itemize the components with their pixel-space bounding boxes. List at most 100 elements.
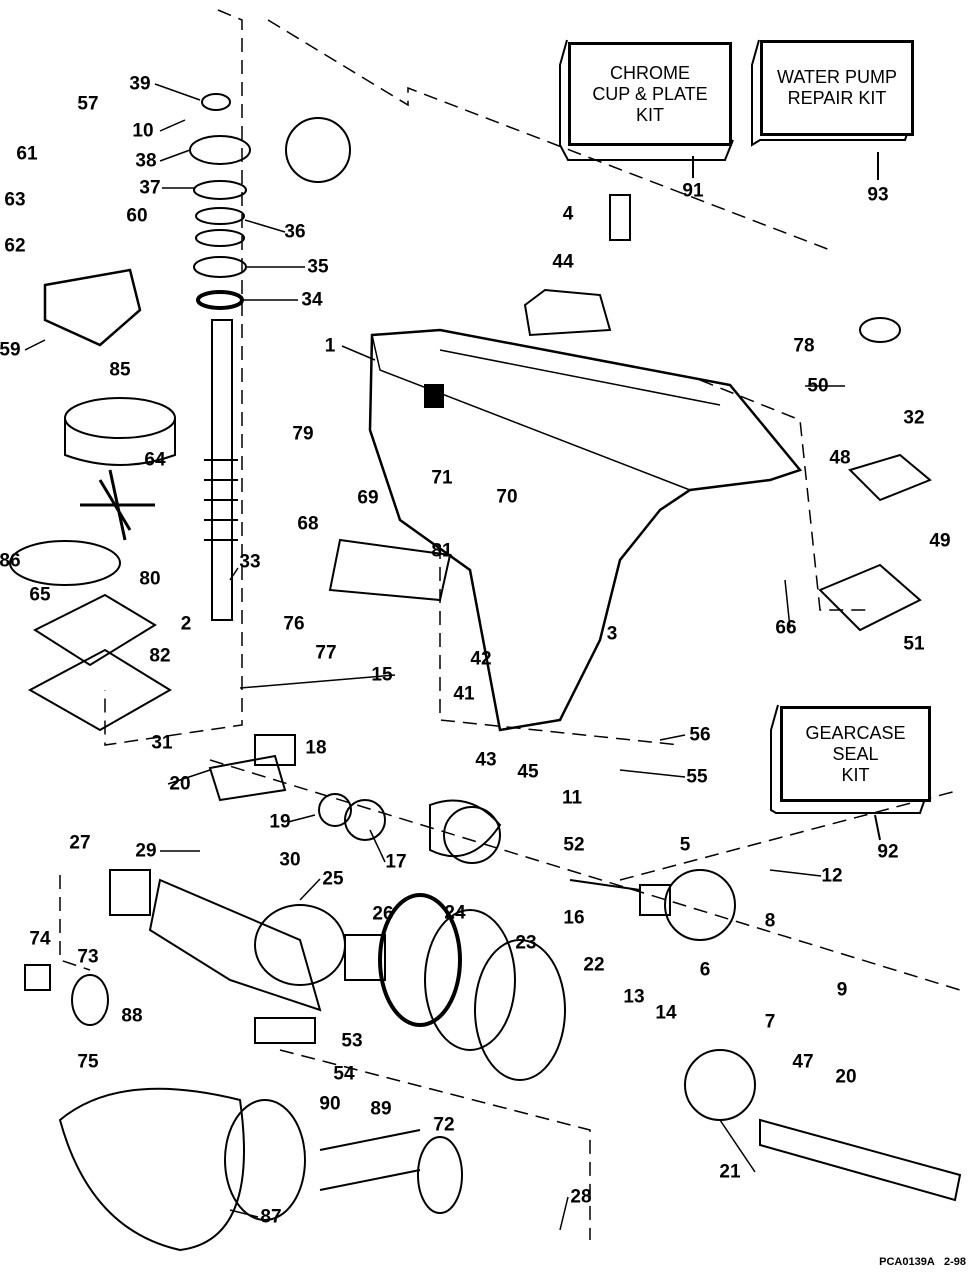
part-number-label: 61 [16,143,38,165]
part-number-label: 5 [679,834,691,856]
part-number-label: 12 [821,865,843,887]
part-number-label: 88 [121,1005,143,1027]
part-number-label: 81 [431,540,453,562]
part-number-label: 87 [260,1206,282,1228]
part-number-label: 23 [515,932,537,954]
part-number-label: 51 [903,633,925,655]
kit-box-face: CHROME CUP & PLATE KIT [568,42,732,146]
part-number-label: 22 [583,954,605,976]
figure-code-text: PCA0139A [879,1256,935,1268]
drive-shaft [204,319,238,621]
kit-line: KIT [635,104,664,125]
part-number-label: 64 [144,449,166,471]
part-number-label: 10 [132,120,154,142]
part-number-label: 16 [563,907,585,929]
part-number-label: 6 [699,959,711,981]
leader-lines [24,83,845,1231]
part-number-label: 34 [301,289,323,311]
assembly-guide-lines [59,9,961,1240]
part-number-label: 17 [385,851,407,873]
part-number-label: 82 [149,645,171,667]
part-number-label: 54 [333,1063,355,1085]
kit-line: GEARCASE [805,722,906,743]
part-number-label: 31 [151,732,173,754]
part-number-label: 78 [793,335,815,357]
part-number-label: 39 [129,73,151,95]
part-number-label: 65 [29,584,51,606]
part-number-label: 56 [689,724,711,746]
part-number-label: 41 [453,683,475,705]
part-number-label: 33 [239,551,261,573]
part-number-label: 14 [655,1002,677,1024]
part-number-label: 48 [829,447,851,469]
part-number-label: 57 [77,93,99,115]
part-number-label: 32 [903,407,925,429]
kit-line: KIT [841,764,870,785]
part-number-label: 21 [719,1161,741,1183]
part-number-label: 55 [686,766,708,788]
part-number-label: 43 [475,749,497,771]
part-number-label: 72 [433,1114,455,1136]
part-number-label: 38 [135,150,157,172]
part-number-label: 47 [792,1051,814,1073]
kit-line: CUP & PLATE [592,83,708,104]
part-number-label: 8 [764,910,776,932]
part-number-label: 30 [279,849,301,871]
part-number-label: 7 [764,1011,776,1033]
part-number-label: 80 [139,568,161,590]
kit-boxes-frames [559,39,928,841]
part-number-label: 20 [835,1066,857,1088]
part-number-label: 89 [370,1098,392,1120]
part-number-label: 85 [109,359,131,381]
gearcase-housing [368,328,803,732]
part-number-label: 59 [0,339,21,361]
part-number-label: 75 [77,1051,99,1073]
part-number-label: 86 [0,550,21,572]
part-number-label: 69 [357,487,379,509]
kit-line: REPAIR KIT [787,88,887,108]
part-number-label: 45 [517,761,539,783]
part-number-label: 3 [606,623,618,645]
kit-line: CHROME [610,62,690,83]
part-number-label: 68 [297,513,319,535]
part-number-label: 53 [341,1030,363,1052]
part-number-label: 62 [4,235,26,257]
part-number-label: 20 [169,773,191,795]
part-number-label: 70 [496,486,518,508]
kit-ref-label: 91 [682,180,704,202]
part-number-label: 37 [139,177,161,199]
kit-line: SEAL [832,743,879,764]
part-number-label: 90 [319,1093,341,1115]
part-number-label: 24 [444,902,466,924]
part-number-label: 73 [77,946,99,968]
part-number-label: 2 [180,613,192,635]
part-number-label: 66 [775,617,797,639]
part-number-label: 44 [552,251,574,273]
part-number-label: 25 [322,868,344,890]
figure-date: 2-98 [943,1256,966,1268]
part-number-label: 71 [431,467,453,489]
part-number-label: 18 [305,737,327,759]
part-number-label: 52 [563,834,585,856]
part-number-label: 50 [807,375,829,397]
part-number-label: 13 [623,986,645,1008]
part-number-label: 29 [135,840,157,862]
part-number-label: 49 [929,530,951,552]
water-pump [9,268,176,732]
propeller-assembly [58,806,962,1252]
part-number-label: 79 [292,423,314,445]
part-number-label: 35 [307,256,329,278]
part-number-label: 60 [126,205,148,227]
part-number-label: 28 [570,1186,592,1208]
part-number-label: 26 [372,903,394,925]
kit-ref-label: 93 [867,184,889,206]
part-number-label: 63 [4,189,26,211]
part-number-label: 36 [284,221,306,243]
part-number-label: 42 [470,648,492,670]
small-parts [24,194,932,1044]
part-number-label: 15 [371,664,393,686]
part-number-label: 11 [561,787,583,809]
part-number-label: 76 [283,613,305,635]
part-number-label: 19 [269,811,291,833]
